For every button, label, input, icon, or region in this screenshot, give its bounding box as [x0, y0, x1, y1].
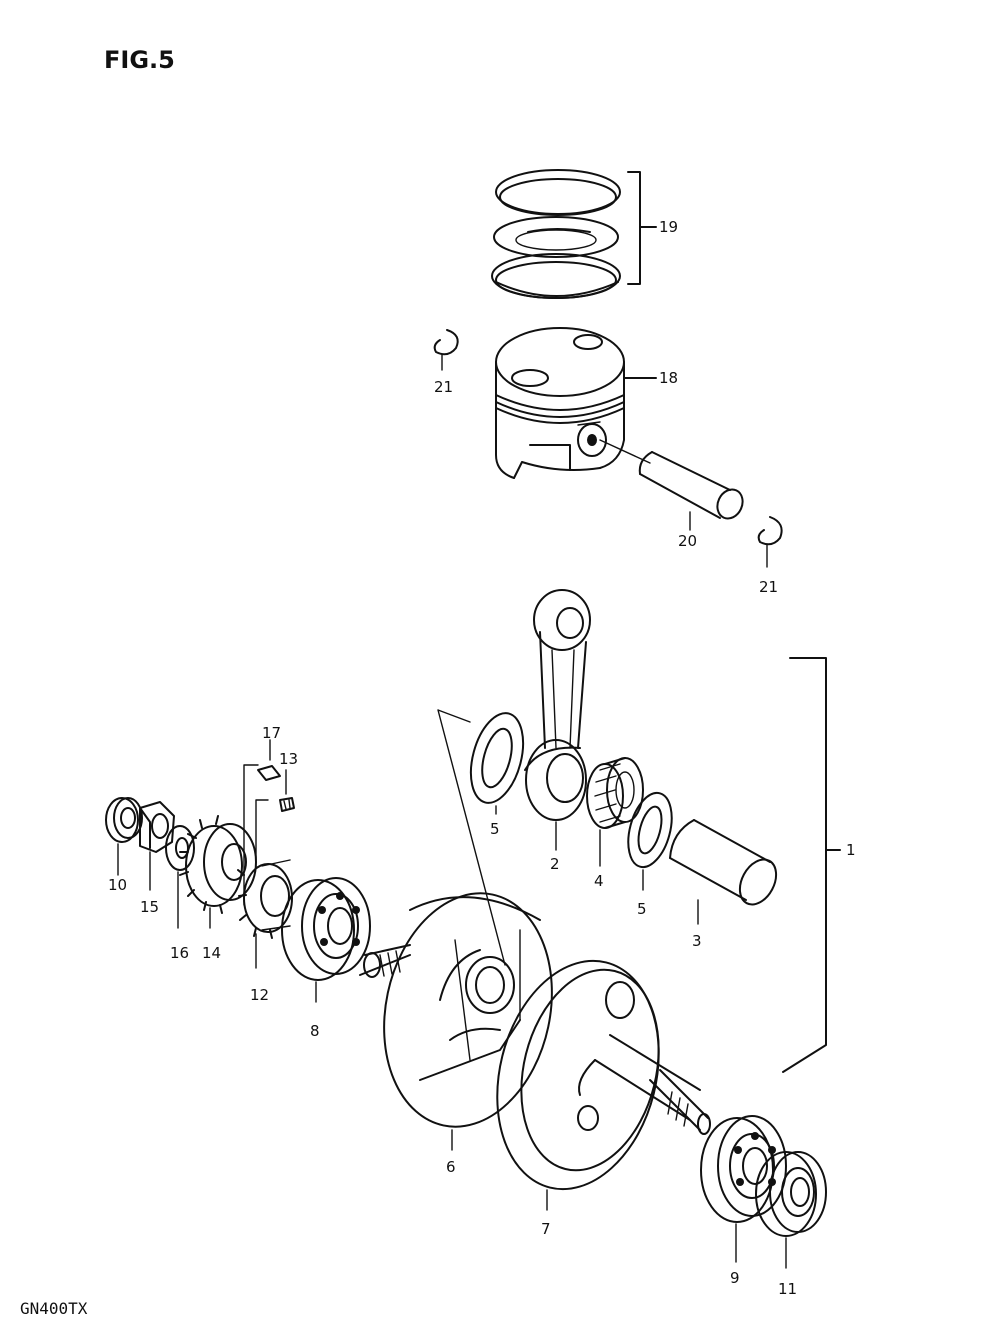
circlip-right-illustration: [757, 516, 783, 546]
piston-ring-set-illustration: [491, 169, 621, 299]
callout-8: 8: [310, 1022, 320, 1040]
callout-5-lower: 5: [637, 900, 647, 918]
callout-3: 3: [692, 932, 702, 950]
bearing-left-illustration: [281, 877, 371, 981]
callout-12: 12: [250, 986, 269, 1004]
callout-21-left: 21: [434, 378, 453, 396]
callout-9: 9: [730, 1269, 740, 1287]
callout-11: 11: [778, 1280, 797, 1298]
thrust-washer-lower-illustration: [627, 791, 673, 869]
thrust-washer-upper-illustration: [469, 712, 525, 804]
callout-7: 7: [541, 1220, 551, 1238]
sprocket-illustration: [237, 859, 293, 939]
callout-13: 13: [279, 750, 298, 768]
callout-10: 10: [108, 876, 127, 894]
bracket-19: [627, 171, 641, 285]
crank-pin-illustration: [669, 819, 778, 906]
key-17-illustration: [257, 765, 281, 781]
callout-17: 17: [262, 724, 281, 742]
callout-18: 18: [659, 369, 678, 387]
key-guide-line: [243, 764, 259, 906]
callout-21-right: 21: [759, 578, 778, 596]
oil-seal-left-illustration: [105, 797, 143, 843]
crank-web-left-illustration: [496, 959, 711, 1191]
circlip-left-illustration: [433, 329, 459, 356]
key-guide-line-lower: [255, 799, 269, 861]
crank-web-right-illustration: [359, 892, 553, 1128]
callout-14: 14: [202, 944, 221, 962]
callout-5-upper: 5: [490, 820, 500, 838]
piston-illustration: [495, 327, 625, 479]
bearing-right-illustration: [700, 1115, 787, 1223]
piston-pin-illustration: [599, 439, 744, 520]
model-code: GN400TX: [20, 1299, 88, 1318]
bracket-1: [782, 657, 827, 1073]
figure-title: FIG.5: [104, 46, 175, 74]
callout-2: 2: [550, 855, 560, 873]
callout-16: 16: [170, 944, 189, 962]
callout-20: 20: [678, 532, 697, 550]
connecting-rod-illustration: [524, 589, 591, 821]
callout-6: 6: [446, 1158, 456, 1176]
callout-19: 19: [659, 218, 678, 236]
needle-bearing-illustration: [586, 757, 644, 829]
callout-4: 4: [594, 872, 604, 890]
callout-15: 15: [140, 898, 159, 916]
washer-illustration: [165, 825, 195, 871]
oil-seal-right-illustration: [755, 1151, 827, 1237]
callout-1: 1: [846, 841, 856, 859]
nut-illustration: [139, 801, 175, 853]
assembly-guide-line: [437, 709, 506, 966]
key-13-illustration: [279, 797, 295, 812]
